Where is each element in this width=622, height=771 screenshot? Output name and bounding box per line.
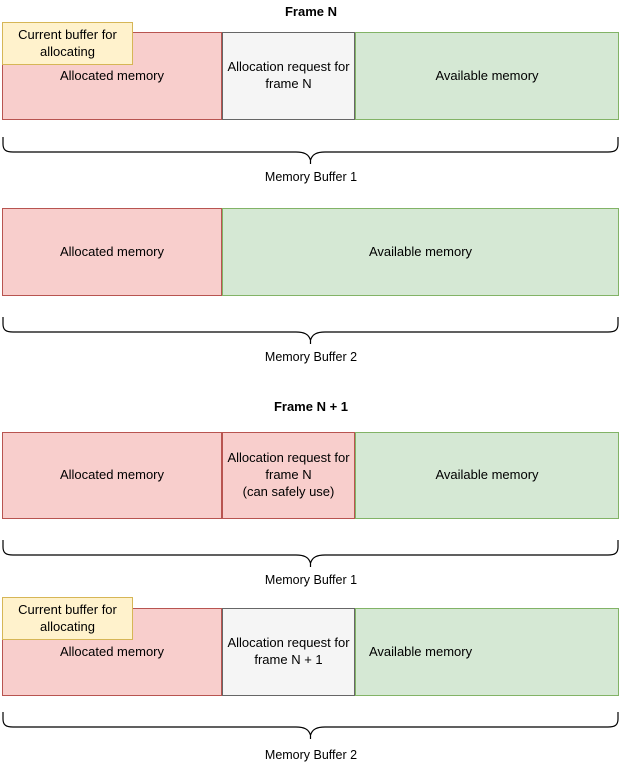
memory-buffer-2-label: Memory Buffer 2 <box>264 748 358 762</box>
underbrace <box>2 712 619 739</box>
underbrace <box>2 137 619 164</box>
available-memory-segment: Available memory <box>355 608 619 696</box>
segment-label: Allocation request for frame N (can safe… <box>227 450 350 499</box>
available-memory-segment: Available memory <box>222 208 619 296</box>
available-memory-segment: Available memory <box>355 432 619 519</box>
segment-label: Allocated memory <box>59 467 165 483</box>
segment-label: Available memory <box>435 67 539 83</box>
underbrace <box>2 540 619 567</box>
allocation-request-segment: Allocation request for frame N + 1 <box>222 608 355 696</box>
segment-label: Available memory <box>435 467 539 483</box>
memory-buffer-1-label: Memory Buffer 1 <box>264 573 358 587</box>
allocation-request-safe-segment: Allocation request for frame N (can safe… <box>222 432 355 519</box>
segment-label: Allocated memory <box>59 67 165 83</box>
segment-label: Allocated memory <box>59 643 165 659</box>
frame-n-plus-1-memory-buffer-2-bar: Allocated memory Allocation request for … <box>2 608 619 696</box>
allocated-memory-segment: Allocated memory <box>2 208 222 296</box>
segment-label: Allocated memory <box>59 243 165 259</box>
underbrace <box>2 317 619 344</box>
frame-n-title: Frame N <box>284 4 338 19</box>
frame-n-plus-1-memory-buffer-1-bar: Allocated memory Allocation request for … <box>2 432 619 519</box>
memory-buffer-1-label: Memory Buffer 1 <box>264 170 358 184</box>
allocation-request-segment: Allocation request for frame N <box>222 32 355 120</box>
memory-buffer-2-label: Memory Buffer 2 <box>264 350 358 364</box>
available-memory-segment: Available memory <box>355 32 619 120</box>
segment-label: Available memory <box>368 243 473 259</box>
current-buffer-note-frame-n-plus-1: Current buffer for allocating <box>2 597 133 640</box>
current-buffer-note-frame-n: Current buffer for allocating <box>2 22 133 65</box>
frame-n-plus-1-title: Frame N + 1 <box>273 399 349 414</box>
frame-n-memory-buffer-2-bar: Allocated memory Available memory <box>2 208 619 296</box>
segment-label: Allocation request for frame N + 1 <box>227 635 350 667</box>
allocated-memory-segment: Allocated memory <box>2 432 222 519</box>
segment-label: Available memory <box>369 643 473 659</box>
segment-label: Allocation request for frame N <box>227 59 350 91</box>
